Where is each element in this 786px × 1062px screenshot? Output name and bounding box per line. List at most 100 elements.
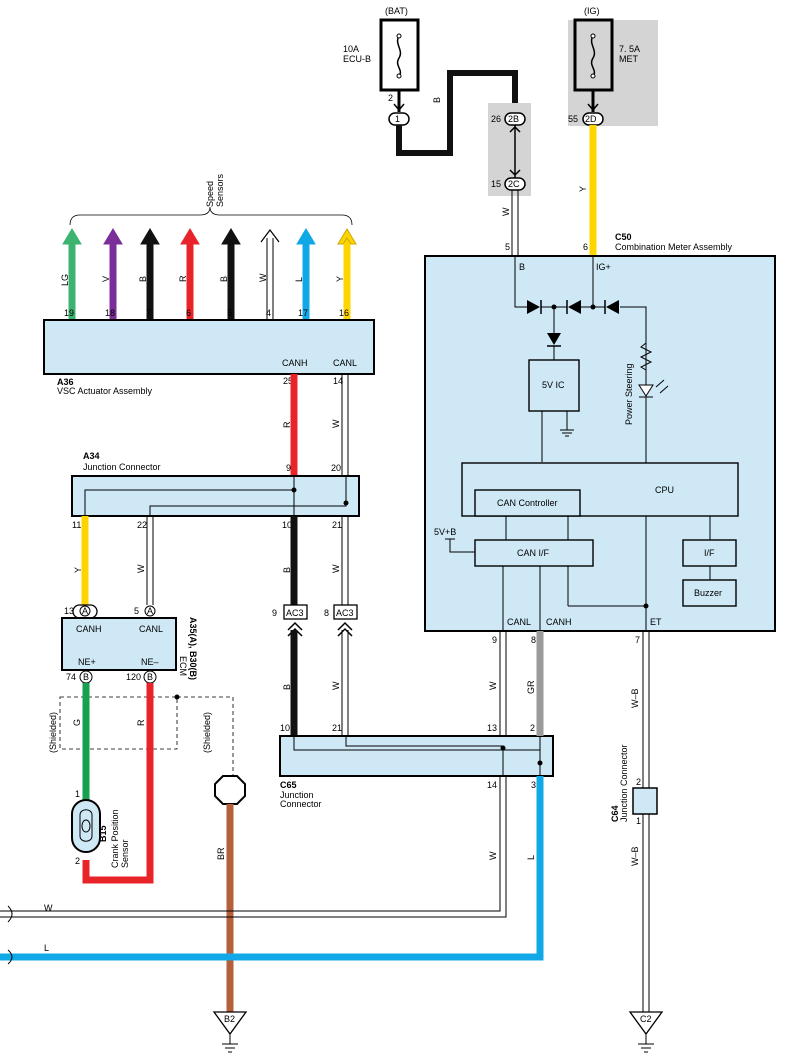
ac3-conn-2: AC3 (336, 608, 354, 618)
conn-2c: 2C (508, 179, 520, 189)
c50-power-steering: Power Steering (624, 363, 634, 425)
sensor-color-code: LG (60, 274, 70, 286)
ecm-canl: CANL (139, 624, 163, 634)
a36-id: A36 (57, 377, 74, 387)
pin-15: 15 (491, 179, 501, 189)
c50-et: ET (650, 617, 662, 627)
b15-name-2: Sensor (120, 839, 130, 868)
a36-canh: CANH (282, 358, 308, 368)
sensor-arrow (140, 228, 160, 245)
sensor-arrow (103, 228, 123, 245)
ig-fuse-name: MET (619, 54, 639, 64)
c50-can-if: CAN I/F (517, 548, 550, 558)
sensor-arrow (62, 228, 82, 245)
pin-26: 26 (491, 114, 501, 124)
bat-wire-b (396, 70, 518, 156)
sensor-pin: 6 (186, 308, 191, 318)
b15-crank-sensor: 1 2 B15 Crank Position Sensor (71, 789, 130, 868)
c64-junction-connector: 2 1 C64 Junction Connector (610, 744, 658, 826)
sensor-color-code: L (294, 277, 304, 282)
ac3-lower-wire-w: W (331, 681, 341, 690)
bat-wire-label: B (432, 97, 442, 103)
br-wire-label: BR (216, 847, 226, 860)
speed-sensors-label: SpeedSensors (205, 173, 225, 207)
a36-wire-r: R (282, 421, 292, 428)
c50-pin-6: 6 (583, 242, 588, 252)
ecm-name: ECM (178, 656, 188, 676)
sensor-pin: 17 (298, 308, 308, 318)
ecm-pin-120: 120 (126, 672, 141, 682)
ecm-wire-y: Y (73, 567, 83, 573)
c64-wire-wb: W–B (630, 846, 640, 866)
a34-id: A34 (83, 451, 100, 461)
sensor-color-code: Y (335, 276, 345, 282)
ecm-pin-74: 74 (66, 672, 76, 682)
c50-5v-ic: 5V IC (542, 380, 565, 390)
c50-pin-9: 9 (492, 635, 497, 645)
ac3-connectors: AC3 9 AC3 8 (272, 604, 358, 637)
c65-junction-connector: 10 21 13 2 14 3 C65 Junction Connector (279, 723, 554, 809)
ground-b2: B2 (212, 1011, 248, 1053)
c50-pin-5: 5 (505, 242, 510, 252)
a34-name: Junction Connector (83, 462, 161, 472)
sensor-arrow (260, 229, 280, 243)
ecm-conn-l: A (147, 606, 153, 616)
b15-pin-2: 2 (75, 856, 80, 866)
b15-pin-1: 1 (75, 789, 80, 799)
a34-pin-11: 11 (72, 520, 81, 530)
ecm-box: A 13 A 5 CANH CANL NE+ NE– A35(A), B30(B… (61, 604, 198, 684)
c65-pin-14: 14 (487, 780, 497, 790)
ecm-conn-nep: B (83, 672, 89, 682)
a34-pin-10: 10 (282, 520, 292, 530)
bus-wire-w: W (44, 903, 53, 913)
ecm-ne-plus: NE+ (78, 657, 96, 667)
sensor-wires: LG19FL+V18FL–B7FR+R6FR–B5RL+W4RL–L17RR+Y… (60, 228, 357, 335)
a36-wire-w: W (331, 419, 341, 428)
sensor-color-code: B (138, 276, 148, 282)
sensor-color-code: V (101, 276, 111, 282)
c65-pin-21: 21 (332, 723, 342, 733)
ig-label: (IG) (584, 6, 600, 16)
c64-id: C64 (610, 805, 620, 822)
sensor-color-code: R (178, 275, 188, 282)
a34-pin-20: 20 (331, 463, 341, 473)
c50-canh: CANH (546, 617, 572, 627)
ig-pin: 55 (568, 114, 578, 124)
sensor-pin: 16 (339, 308, 349, 318)
shielded-label-2: (Shielded) (202, 712, 212, 753)
sensor-arrow (221, 228, 241, 245)
ecm-ne-minus: NE– (141, 657, 159, 667)
c50-term-b: B (519, 262, 525, 272)
ac3-conn-1: AC3 (286, 608, 304, 618)
bat-fuse-rating: 10A (343, 44, 359, 54)
a34-pin-21: 21 (332, 520, 342, 530)
sensor-pin: 18 (105, 308, 115, 318)
c50-wire-gr: GR (526, 680, 536, 694)
a36-canl: CANL (333, 358, 357, 368)
c50-buzzer: Buzzer (694, 588, 722, 598)
c50-pin-7: 7 (635, 635, 640, 645)
ecm-wire-w: W (136, 564, 146, 573)
c65-name-1: Junction (280, 790, 314, 800)
a34-junction-connector: A34 Junction Connector 9 20 11 22 10 21 (71, 451, 360, 530)
a36-vsc-actuator: A36 VSC Actuator Assembly CANH CANL 25 1… (43, 319, 375, 396)
ecm-wire-r: R (136, 719, 146, 726)
c64-pin-2: 2 (636, 777, 641, 787)
c64-pin-1: 1 (636, 816, 641, 826)
sensor-arrow (337, 228, 357, 245)
bat-pin: 2 (388, 93, 393, 103)
c50-id: C50 (615, 232, 632, 242)
bat-connector: 1 (395, 114, 400, 124)
conn-2b: 2B (508, 114, 519, 124)
sensor-color-code: W (258, 273, 268, 282)
ecm-conn-nem: B (147, 672, 153, 682)
a34-pin-22: 22 (137, 520, 147, 530)
ecm-id: A35(A), B30(B) (188, 617, 198, 680)
ground-c2-label: C2 (640, 1014, 652, 1024)
ecm-wire-g: G (72, 719, 82, 726)
ac3-pin-9: 9 (272, 608, 277, 618)
ig-connector: 2D (585, 114, 597, 124)
c50-wire-wb: W–B (630, 688, 640, 708)
ac3-upper-wire-w: W (331, 564, 341, 573)
ig-wire-label: Y (578, 186, 588, 192)
